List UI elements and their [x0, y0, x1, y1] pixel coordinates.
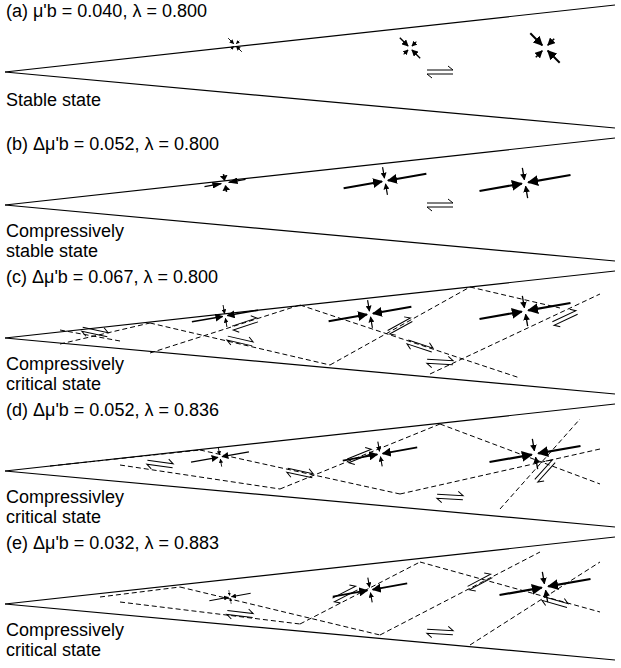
- state-label: Compressively critical state: [6, 620, 131, 660]
- state-label: Compressivley critical state: [6, 487, 131, 527]
- panel-title: (c) Δμ'b = 0.067, λ = 0.800: [6, 267, 218, 287]
- state-label: Stable state: [6, 90, 131, 110]
- panel-title: (a) μ'b = 0.040, λ = 0.800: [6, 1, 207, 21]
- panel-title: (e) Δμ'b = 0.032, λ = 0.883: [6, 533, 219, 553]
- state-label: Compressively critical state: [6, 354, 131, 394]
- state-label: Compressively stable state: [6, 221, 131, 261]
- panel-title: (b) Δμ'b = 0.052, λ = 0.800: [6, 134, 219, 154]
- panel-title: (d) Δμ'b = 0.052, λ = 0.836: [6, 400, 219, 420]
